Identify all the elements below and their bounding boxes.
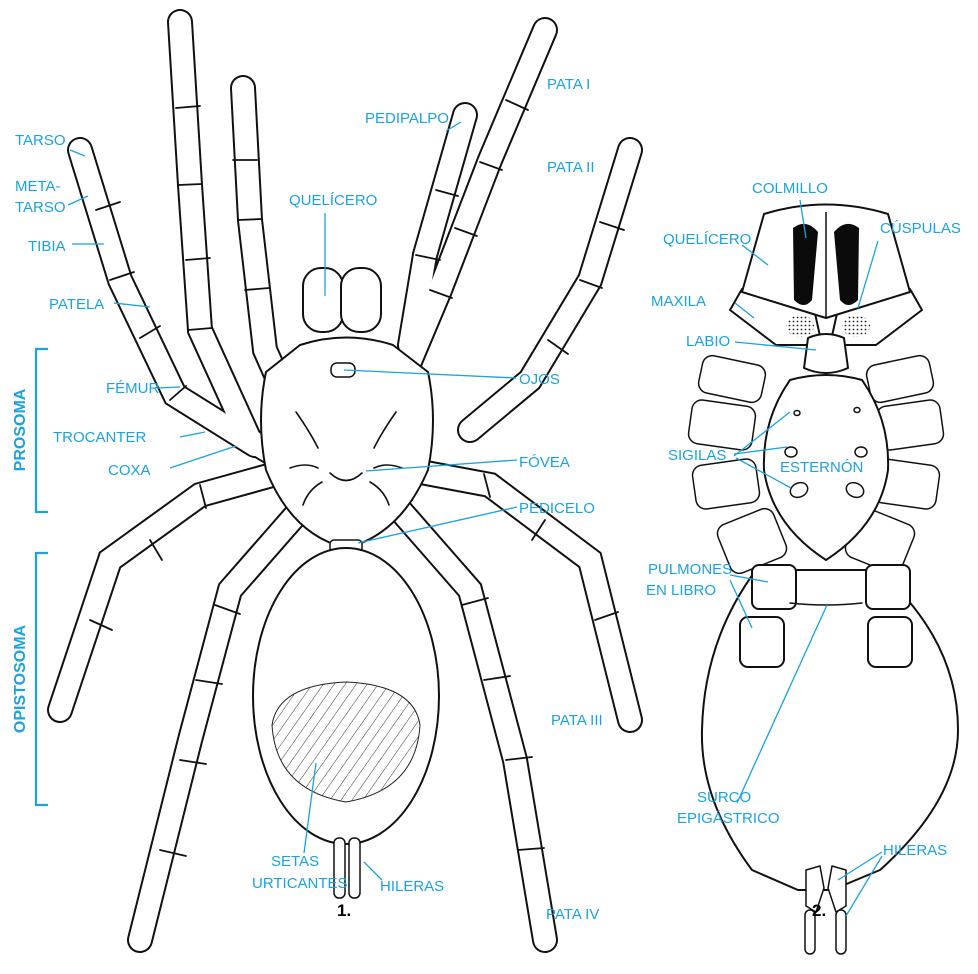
figure-2-ventral-view: COLMILLO QUELÍCERO CÚSPULAS MAXILA LABIO… bbox=[646, 180, 961, 954]
label-hileras-2: HILERAS bbox=[883, 842, 947, 859]
label-surco-2: EPIGÁSTRICO bbox=[677, 810, 780, 827]
label-metatarso-1: META- bbox=[15, 178, 61, 195]
label-quelicero: QUELÍCERO bbox=[289, 192, 377, 209]
label-pulmones-1: PULMONES bbox=[648, 561, 732, 578]
label-femur: FÉMUR bbox=[106, 380, 159, 397]
label-setas-2: URTICANTES bbox=[252, 875, 348, 892]
label-pata-iv: PATA IV bbox=[546, 906, 599, 923]
figure-2-number: 2. bbox=[812, 901, 826, 920]
figure-1-number: 1. bbox=[337, 901, 351, 920]
labium bbox=[804, 334, 848, 373]
label-metatarso-2: TARSO bbox=[15, 199, 66, 216]
label-pulmones-2: EN LIBRO bbox=[646, 582, 716, 599]
figure-1-dorsal-view: PROSOMA OPISTOSOMA TARSO META- TARSO TIB… bbox=[12, 22, 630, 940]
label-setas-1: SETAS bbox=[271, 853, 319, 870]
prosoma-label: PROSOMA bbox=[12, 388, 29, 471]
label-pata-ii: PATA II bbox=[547, 159, 595, 176]
prosoma-bracket: PROSOMA bbox=[12, 349, 48, 512]
label-ojos: OJOS bbox=[519, 371, 560, 388]
label-pedipalpo: PEDIPALPO bbox=[365, 110, 449, 127]
label-coxa: COXA bbox=[108, 462, 151, 479]
label-quelicero-2: QUELÍCERO bbox=[663, 231, 751, 248]
label-pedicelo: PEDICELO bbox=[519, 500, 595, 517]
label-pata-iii: PATA III bbox=[551, 712, 603, 729]
cuspules-left bbox=[786, 315, 814, 337]
label-esternon: ESTERNÓN bbox=[780, 459, 863, 476]
label-pata-i: PATA I bbox=[547, 76, 590, 93]
opistosoma-label: OPISTOSOMA bbox=[12, 624, 29, 733]
chelicerae bbox=[303, 268, 381, 332]
opistosoma-bracket: OPISTOSOMA bbox=[12, 553, 48, 805]
label-colmillo: COLMILLO bbox=[752, 180, 828, 197]
label-sigilas: SIGILAS bbox=[668, 447, 726, 464]
label-labio: LABIO bbox=[686, 333, 730, 350]
label-trocanter: TROCANTER bbox=[53, 429, 147, 446]
label-tarso: TARSO bbox=[15, 132, 66, 149]
label-tibia: TIBIA bbox=[28, 238, 66, 255]
cuspules-right bbox=[842, 315, 870, 337]
label-hileras: HILERAS bbox=[380, 878, 444, 895]
label-surco-1: SURCO bbox=[697, 789, 751, 806]
label-fovea: FÓVEA bbox=[519, 454, 570, 471]
label-patela: PATELA bbox=[49, 296, 104, 313]
label-maxila: MAXILA bbox=[651, 293, 706, 310]
label-cuspulas: CÚSPULAS bbox=[880, 220, 961, 237]
